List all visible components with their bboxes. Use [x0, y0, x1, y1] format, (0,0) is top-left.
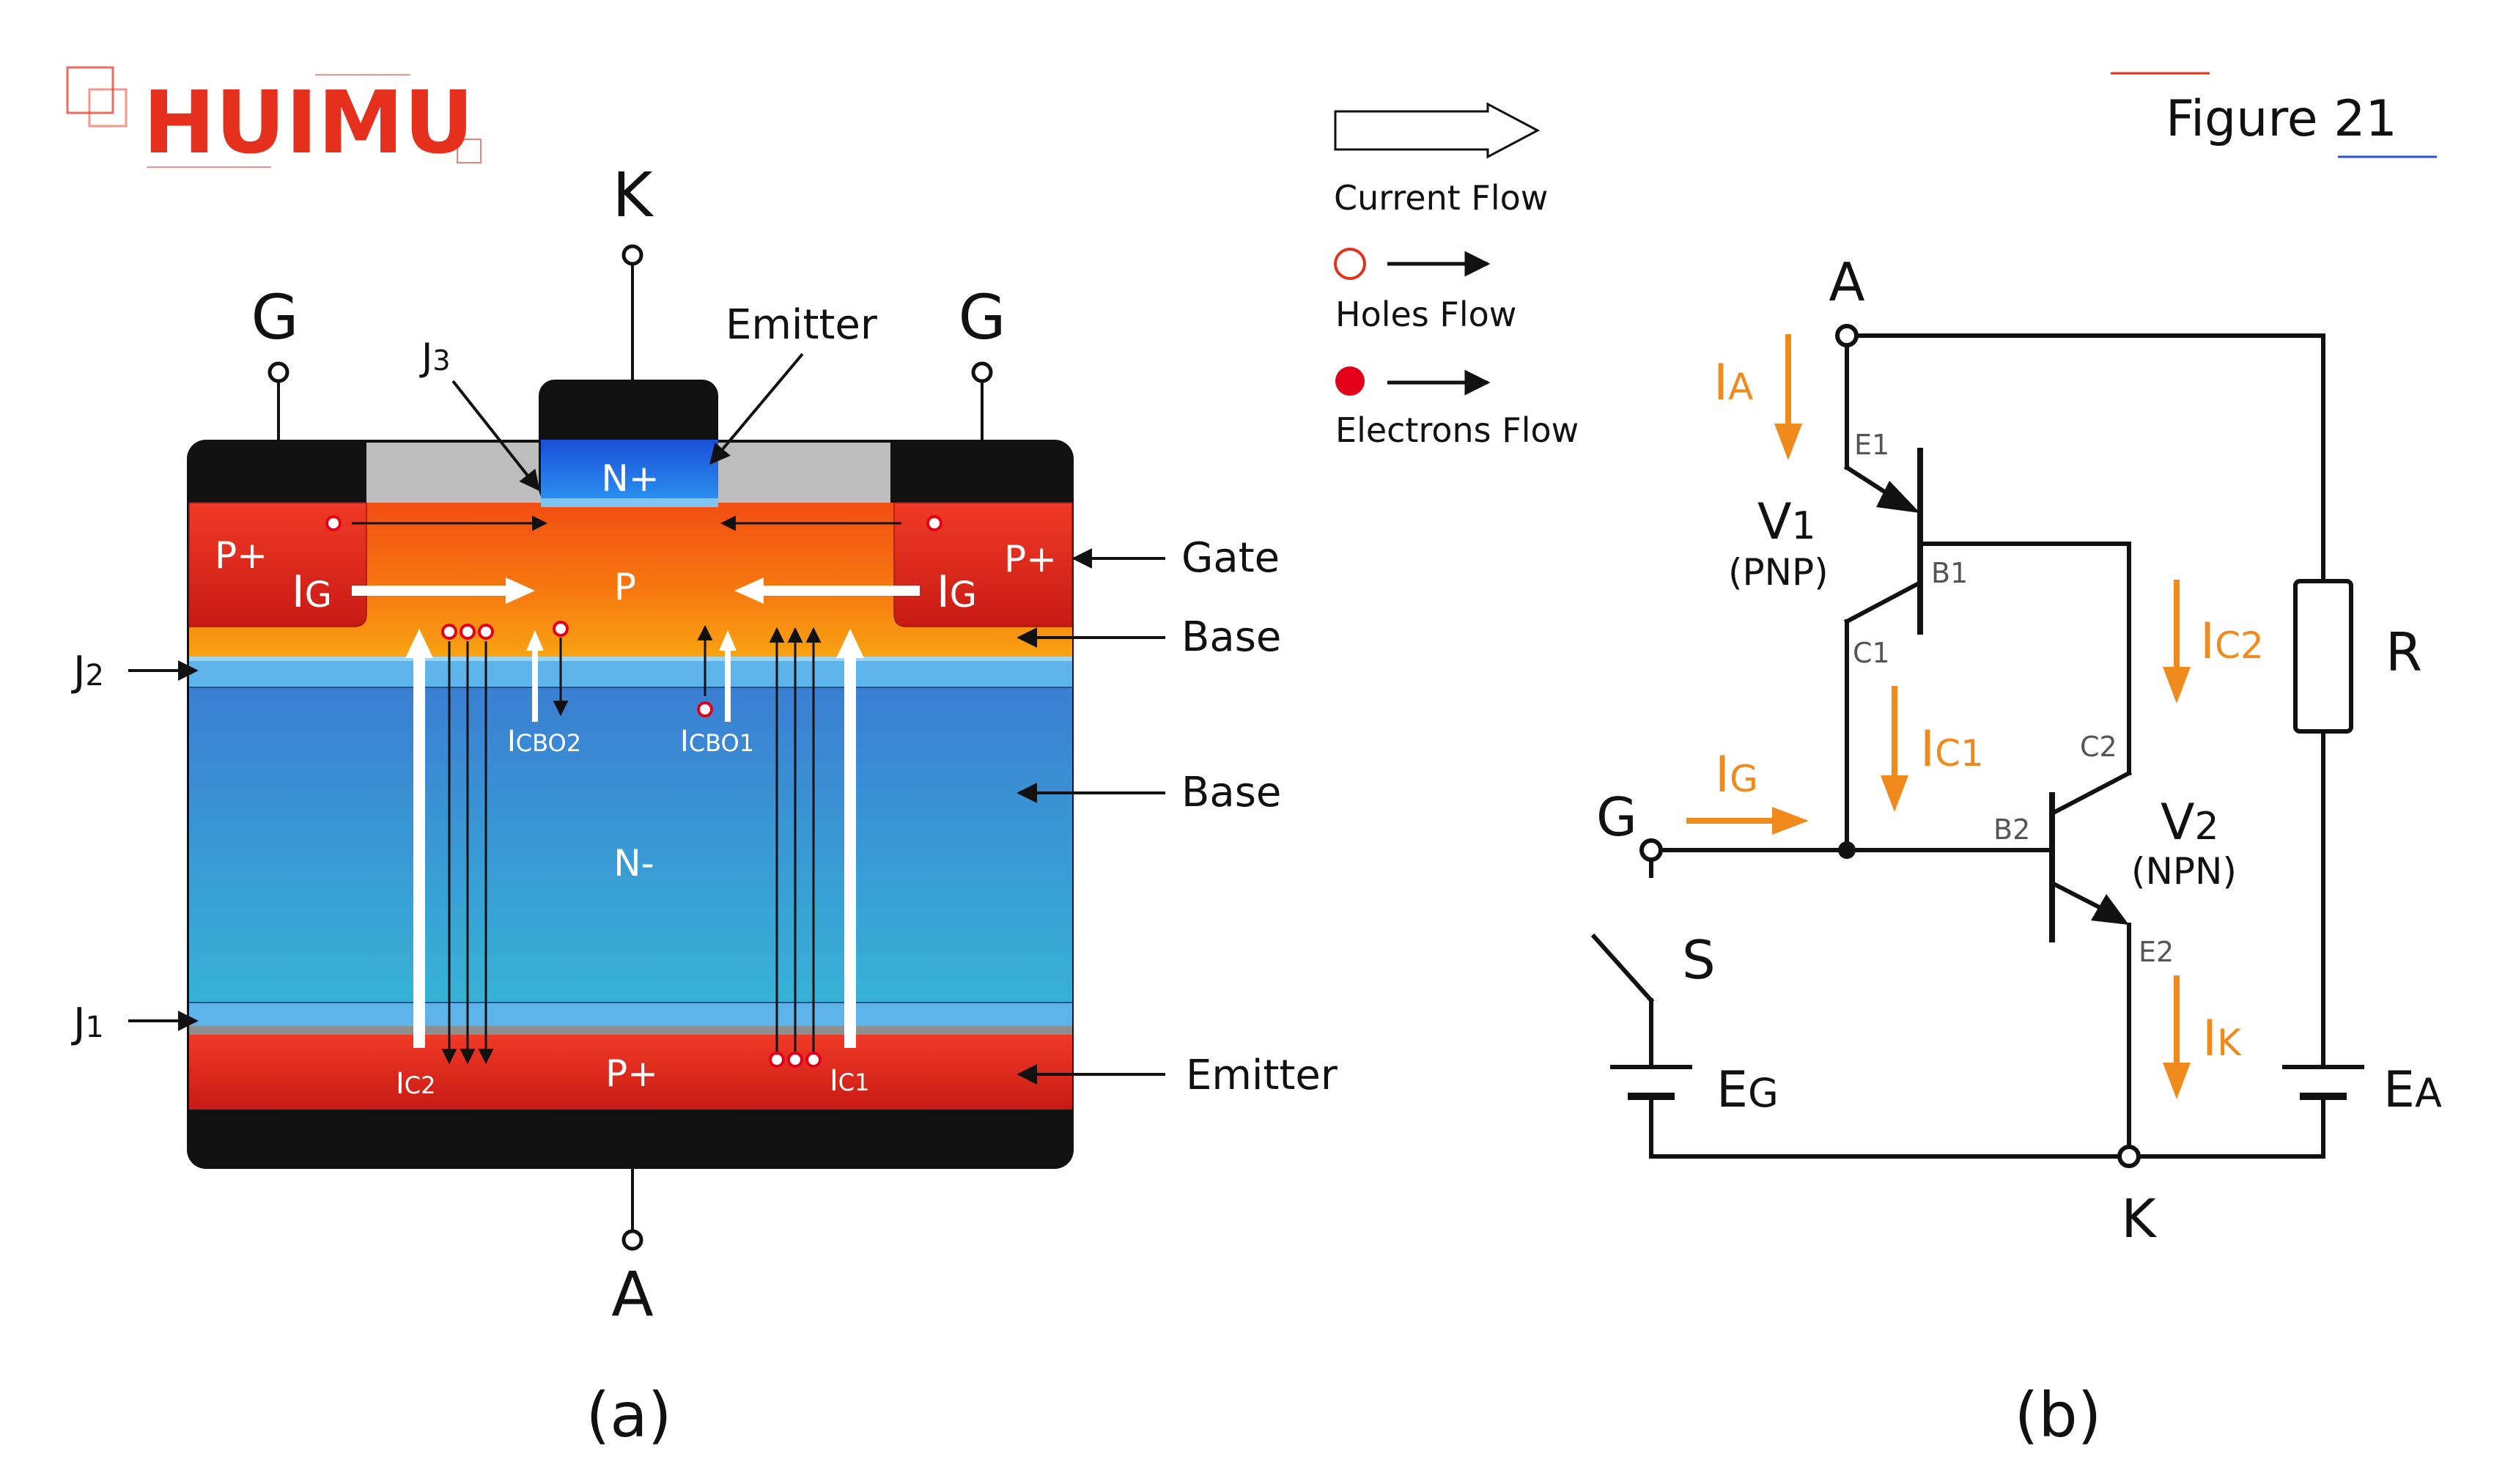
legend-electrons-flow: Electrons Flow [1335, 410, 1579, 450]
figure-label: Figure 21 [2166, 90, 2397, 148]
ic2-label: IC2 [2200, 613, 2264, 671]
p-plus-left-label: P+ [215, 534, 268, 577]
a-terminal [621, 1229, 643, 1251]
resistor-r-label: R [2386, 621, 2422, 683]
pin-c2-label: C2 [2080, 731, 2117, 763]
v1-emitter-arrow [1876, 481, 1920, 513]
ik-label: IK [2202, 1010, 2242, 1068]
v2-emitter-arrow [2091, 894, 2129, 925]
pin-b1-label: B1 [1931, 557, 1968, 589]
node-g-terminal [1639, 838, 1663, 862]
ig-left-label: IG [292, 566, 332, 618]
terminal-g-left-label: G [251, 281, 298, 353]
node-g-label: G [1596, 786, 1637, 848]
panel-a-caption: (a) [586, 1379, 671, 1451]
node-k-label: K [2121, 1188, 2157, 1249]
panel-a-device-cross-section: K G G A N+ P+ P+ P N- P+ IG IG [71, 159, 1338, 1451]
junction-dot [1838, 841, 1856, 859]
resistor-r [2293, 579, 2353, 734]
hole-icon [1334, 248, 1366, 280]
hole-marker [805, 1052, 822, 1068]
p-plus-left-region [188, 502, 367, 627]
node-a-terminal [1835, 324, 1859, 347]
v2-type-label: (NPN) [2131, 850, 2237, 893]
emitter-bottom-label: Emitter [1186, 1052, 1338, 1099]
brand-logo: HUIMU [66, 66, 482, 173]
brand-name: HUIMU [143, 72, 474, 173]
n-plus-label: N+ [601, 457, 659, 500]
j3-label: J3 [419, 336, 451, 380]
legend: Current Flow Holes Flow Electrons Flow [1334, 102, 1579, 450]
n-minus-label: N- [613, 842, 654, 885]
terminal-g-right-label: G [958, 281, 1006, 353]
emitter-top-callout-arrow [709, 352, 804, 465]
j3-callout-arrow [451, 380, 540, 492]
pin-e1-label: E1 [1854, 429, 1889, 461]
p-plus-bottom-label: P+ [605, 1052, 658, 1095]
n-plus-region [541, 440, 718, 498]
terminal-k-label: K [612, 159, 654, 231]
terminal-a-label: A [611, 1258, 653, 1330]
node-k-terminal [2117, 1145, 2141, 1168]
switch-s-label: S [1682, 929, 1716, 991]
ic1-label: IC1 [1920, 720, 1984, 778]
ea-label: EA [2383, 1061, 2442, 1119]
hole-marker [441, 624, 457, 640]
j2-label: J2 [71, 648, 104, 695]
p-plus-right-region [893, 502, 1073, 627]
pin-c1-label: C1 [1853, 637, 1890, 669]
hole-marker [325, 515, 342, 531]
ia-label: IA [1713, 354, 1753, 412]
eg-label: EG [1716, 1061, 1779, 1119]
current-flow-arrow-icon [1334, 102, 1541, 159]
base-p-label: Base [1181, 613, 1281, 661]
electron-icon [1335, 366, 1365, 396]
legend-current-flow: Current Flow [1334, 178, 1548, 218]
hole-marker [553, 621, 569, 637]
base-n-label: Base [1181, 769, 1281, 816]
panel-b-caption: (b) [2015, 1379, 2102, 1451]
p-plus-bottom-region [189, 1035, 1072, 1110]
n-minus-region [189, 687, 1072, 1003]
hole-marker [769, 1052, 785, 1068]
hole-marker [478, 624, 494, 640]
gate-label: Gate [1181, 534, 1280, 582]
ig-right-label: IG [937, 566, 977, 618]
j1-label: J1 [71, 1000, 104, 1047]
g-left-terminal [268, 361, 289, 383]
panel-b-equivalent-circuit [1590, 324, 2364, 1168]
g-right-terminal [971, 361, 993, 383]
hole-marker [460, 624, 476, 640]
k-terminal [621, 244, 643, 266]
emitter-top-label: Emitter [726, 301, 878, 349]
legend-holes-flow: Holes Flow [1335, 295, 1516, 334]
p-plus-right-label: P+ [1004, 538, 1057, 580]
node-a-label: A [1829, 251, 1864, 313]
hole-marker [787, 1052, 803, 1068]
j2-junction-band [189, 657, 1072, 687]
pin-e2-label: E2 [2139, 936, 2174, 968]
ic1-label: IC1 [830, 1064, 870, 1098]
ig-label: IG [1715, 746, 1758, 804]
v2-label: V2 [2161, 794, 2219, 852]
ic2-label: IC2 [396, 1067, 436, 1101]
hole-marker [697, 701, 713, 717]
v1-label: V1 [1757, 493, 1816, 551]
pin-b2-label: B2 [1993, 813, 2030, 846]
p-label: P [614, 566, 636, 608]
switch-s [1590, 933, 1655, 1004]
icbo2-label: ICBO2 [507, 725, 581, 758]
j3-junction-band [541, 498, 718, 507]
icbo1-label: ICBO1 [680, 725, 754, 758]
v2-collector-lead [2048, 769, 2133, 817]
v1-collector-lead [1843, 579, 1924, 625]
hole-marker [926, 515, 942, 531]
v1-type-label: (PNP) [1728, 551, 1829, 594]
